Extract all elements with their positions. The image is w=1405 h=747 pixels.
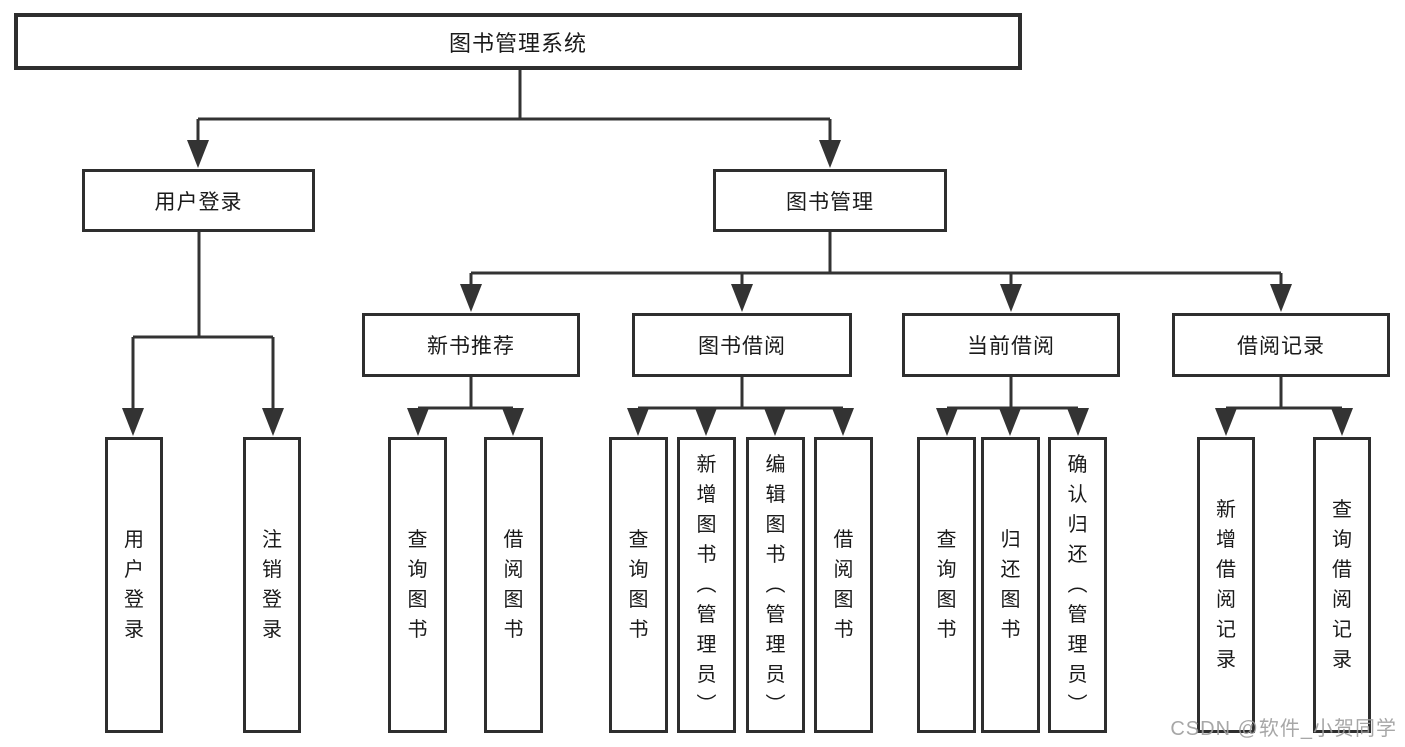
node-borrow-records: 借阅记录 (1172, 313, 1390, 377)
node-book-management: 图书管理 (713, 169, 947, 232)
leaf-edit-books-admin: 编辑图书︵管理员︶ (746, 437, 805, 733)
leaf-logout: 注销登录 (243, 437, 301, 733)
node-root-label: 图书管理系统 (448, 30, 587, 56)
leaf-user-login: 用户登录 (105, 437, 163, 733)
leaf-query-borrow-record: 查询借阅记录 (1313, 437, 1371, 733)
node-book-borrow-label: 图书借阅 (698, 335, 786, 358)
leaf-query-books-recommend-label: 查询图书 (407, 529, 428, 641)
leaf-add-borrow-record: 新增借阅记录 (1197, 437, 1255, 733)
leaf-query-books-borrow: 查询图书 (609, 437, 668, 733)
leaf-query-books-recommend: 查询图书 (388, 437, 447, 733)
leaf-confirm-return-admin-label: 确认归还︵管理员︶ (1067, 454, 1088, 716)
node-current-borrow-label: 当前借阅 (967, 335, 1055, 358)
leaf-borrow-books-label: 借阅图书 (833, 529, 854, 641)
leaf-return-books: 归还图书 (981, 437, 1040, 733)
leaf-edit-books-admin-label: 编辑图书︵管理员︶ (765, 454, 786, 716)
leaf-borrow-books-recommend: 借阅图书 (484, 437, 543, 733)
leaf-query-borrow-record-label: 查询借阅记录 (1332, 499, 1352, 671)
node-new-book-recommend: 新书推荐 (362, 313, 580, 377)
leaf-query-books-borrow-label: 查询图书 (628, 529, 649, 641)
leaf-confirm-return-admin: 确认归还︵管理员︶ (1048, 437, 1107, 733)
watermark: CSDN @软件_小贺同学 (1170, 718, 1397, 740)
node-new-book-recommend-label: 新书推荐 (427, 335, 515, 358)
leaf-query-books-current: 查询图书 (917, 437, 976, 733)
leaf-logout-label: 注销登录 (262, 529, 282, 641)
leaf-user-login-label: 用户登录 (124, 529, 144, 641)
node-book-management-label: 图书管理 (786, 190, 874, 214)
node-user-login-label: 用户登录 (154, 190, 243, 214)
node-current-borrow: 当前借阅 (902, 313, 1120, 377)
node-borrow-records-label: 借阅记录 (1237, 335, 1325, 358)
leaf-borrow-books-recommend-label: 借阅图书 (503, 529, 524, 641)
node-root: 图书管理系统 (14, 13, 1022, 70)
arrowheads (122, 140, 1353, 436)
leaf-add-borrow-record-label: 新增借阅记录 (1216, 499, 1236, 671)
node-user-login: 用户登录 (82, 169, 315, 232)
leaf-return-books-label: 归还图书 (1000, 529, 1021, 641)
leaf-query-books-current-label: 查询图书 (936, 529, 957, 641)
leaf-add-books-admin: 新增图书︵管理员︶ (677, 437, 736, 733)
leaf-borrow-books: 借阅图书 (814, 437, 873, 733)
leaf-add-books-admin-label: 新增图书︵管理员︶ (696, 454, 717, 716)
node-book-borrow: 图书借阅 (632, 313, 852, 377)
